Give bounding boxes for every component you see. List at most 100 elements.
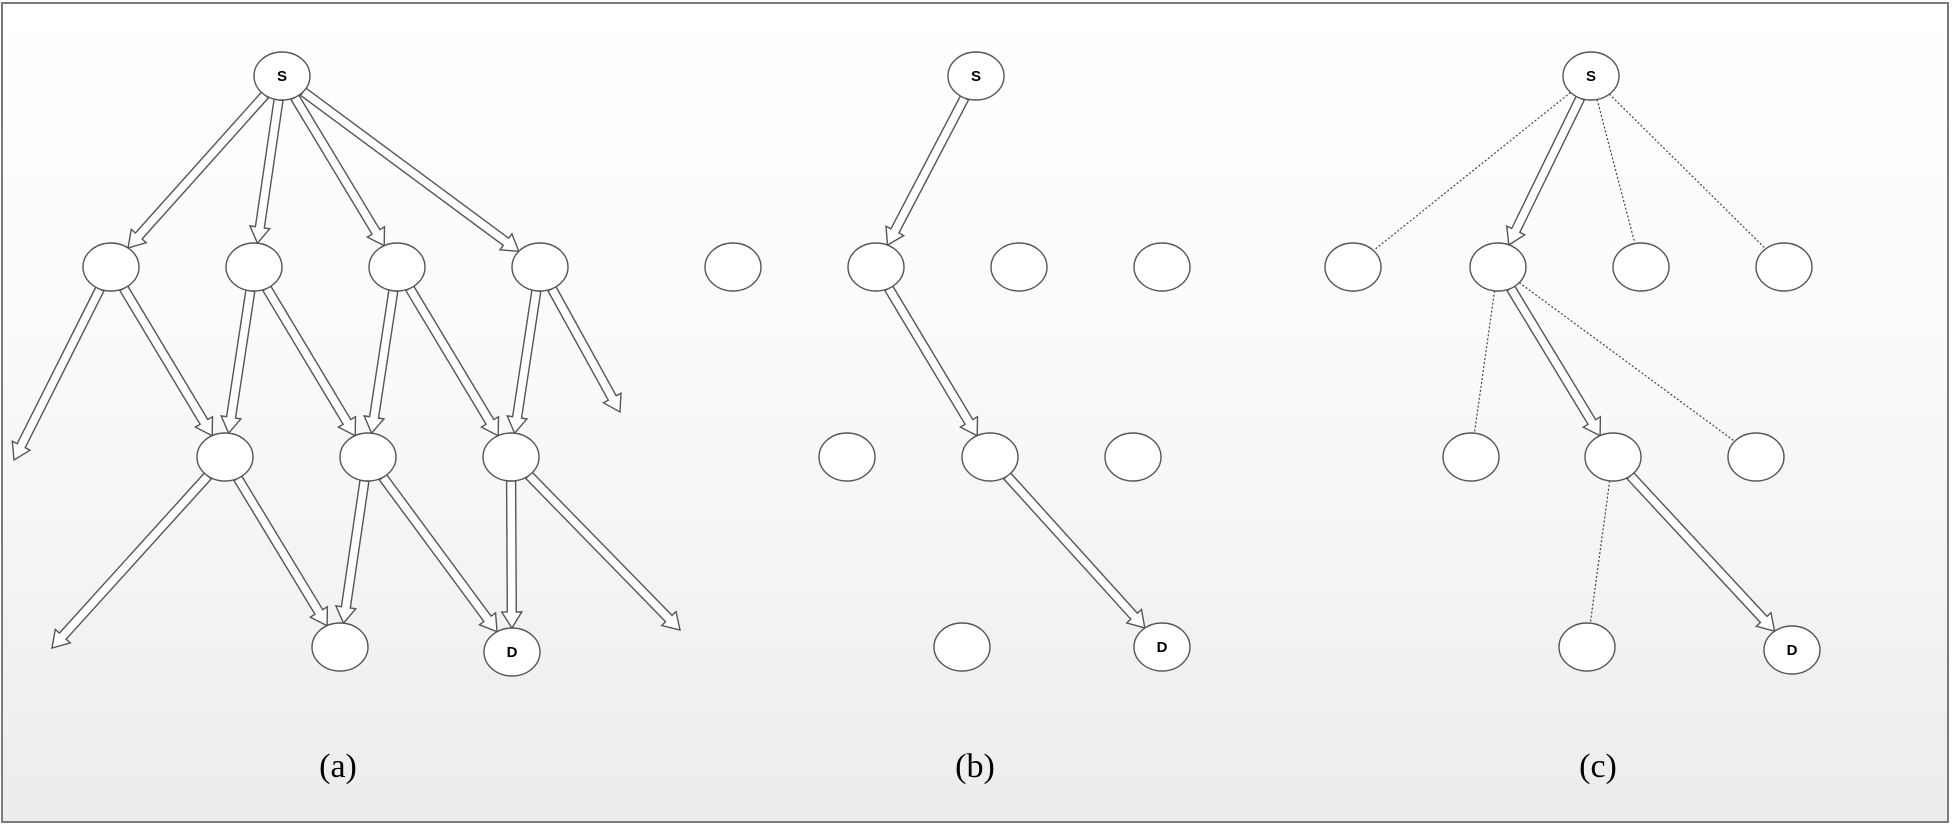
graph-node	[482, 432, 540, 482]
graph-node	[1324, 242, 1382, 292]
node-circle	[253, 51, 311, 101]
node-circle	[818, 432, 876, 482]
graph-node: D	[1133, 622, 1191, 672]
arrow-edge	[261, 285, 357, 437]
arrow-edge	[1626, 471, 1776, 633]
nodes-layer: SD	[1324, 51, 1821, 675]
node-circle	[311, 622, 369, 672]
arrow-edge	[378, 473, 498, 633]
arrow-edge	[524, 471, 681, 631]
panel-a-caption: (a)	[319, 748, 357, 785]
node-circle	[482, 432, 540, 482]
nodes-layer: SD	[704, 51, 1191, 672]
graph-node: D	[483, 627, 541, 677]
graph-node	[196, 432, 254, 482]
arrow-edge	[547, 285, 622, 414]
node-circle	[368, 242, 426, 292]
node-circle	[1324, 242, 1382, 292]
graph-node	[1727, 432, 1785, 482]
node-circle	[961, 432, 1019, 482]
graph-node	[818, 432, 876, 482]
panel-c-graph: SD	[1324, 51, 1821, 675]
graph-node	[1133, 242, 1191, 292]
arrow-edge	[233, 475, 329, 627]
node-label: D	[507, 644, 518, 661]
graph-node	[1755, 242, 1813, 292]
panel-c-caption: (c)	[1579, 748, 1617, 785]
node-circle	[1558, 622, 1616, 672]
node-circle	[196, 432, 254, 482]
arrow-edge	[885, 94, 970, 247]
node-label: S	[277, 68, 287, 85]
graph-node	[961, 432, 1019, 482]
node-circle	[483, 627, 541, 677]
node-circle	[511, 242, 569, 292]
panel-b-graph: SD	[704, 51, 1191, 672]
node-circle	[1133, 622, 1191, 672]
graph-node	[1442, 432, 1500, 482]
node-circle	[704, 242, 762, 292]
arrow-edge	[883, 285, 979, 437]
graph-node	[511, 242, 569, 292]
graph-node: S	[253, 51, 311, 101]
node-circle	[1104, 432, 1162, 482]
graph-node	[225, 242, 283, 292]
node-circle	[339, 432, 397, 482]
arrow-edge	[506, 289, 542, 435]
dotted-edge	[1589, 480, 1611, 624]
panel-b-caption: (b)	[955, 748, 995, 785]
arrow-edge	[1506, 285, 1602, 437]
edges-layer	[1373, 91, 1776, 633]
node-circle	[1763, 625, 1821, 675]
graph-node: S	[1562, 51, 1620, 101]
node-circle	[990, 242, 1048, 292]
node-label: D	[1157, 639, 1168, 656]
dotted-edge	[1518, 282, 1736, 442]
arrow-edge	[248, 98, 284, 245]
graph-node	[1584, 432, 1642, 482]
graph-node	[339, 432, 397, 482]
graph-node	[1469, 242, 1527, 292]
graph-node	[1612, 242, 1670, 292]
arrow-edge	[127, 91, 270, 249]
nodes-layer: SD	[82, 51, 569, 677]
graph-node	[311, 622, 369, 672]
node-circle	[225, 242, 283, 292]
graph-node: S	[947, 51, 1005, 101]
node-label: S	[971, 68, 981, 85]
dotted-edge	[1608, 93, 1767, 250]
arrow-edge	[404, 285, 500, 437]
node-circle	[1442, 432, 1500, 482]
node-circle	[1727, 432, 1785, 482]
graph-node	[1558, 622, 1616, 672]
arrow-edge	[299, 87, 520, 253]
edges-layer	[11, 87, 681, 649]
graph-node: D	[1763, 625, 1821, 675]
edges-layer	[883, 94, 1146, 629]
graph-node	[847, 242, 905, 292]
node-circle	[933, 622, 991, 672]
arrow-edge	[11, 286, 105, 462]
node-label: S	[1586, 68, 1596, 85]
node-circle	[947, 51, 1005, 101]
graph-node	[704, 242, 762, 292]
graph-node	[933, 622, 991, 672]
arrow-edge	[220, 289, 256, 435]
dotted-edge	[1596, 99, 1636, 244]
node-circle	[1584, 432, 1642, 482]
node-circle	[1133, 242, 1191, 292]
arrow-edge	[1002, 471, 1146, 629]
graph-node	[368, 242, 426, 292]
node-circle	[1755, 242, 1813, 292]
node-circle	[1562, 51, 1620, 101]
arrow-edge	[1505, 95, 1586, 247]
arrow-edge	[334, 479, 370, 625]
node-label: D	[1787, 642, 1798, 659]
arrow-edge	[51, 471, 213, 649]
graph-node	[1104, 432, 1162, 482]
node-circle	[1612, 242, 1670, 292]
node-circle	[847, 242, 905, 292]
arrow-edge	[363, 289, 399, 435]
